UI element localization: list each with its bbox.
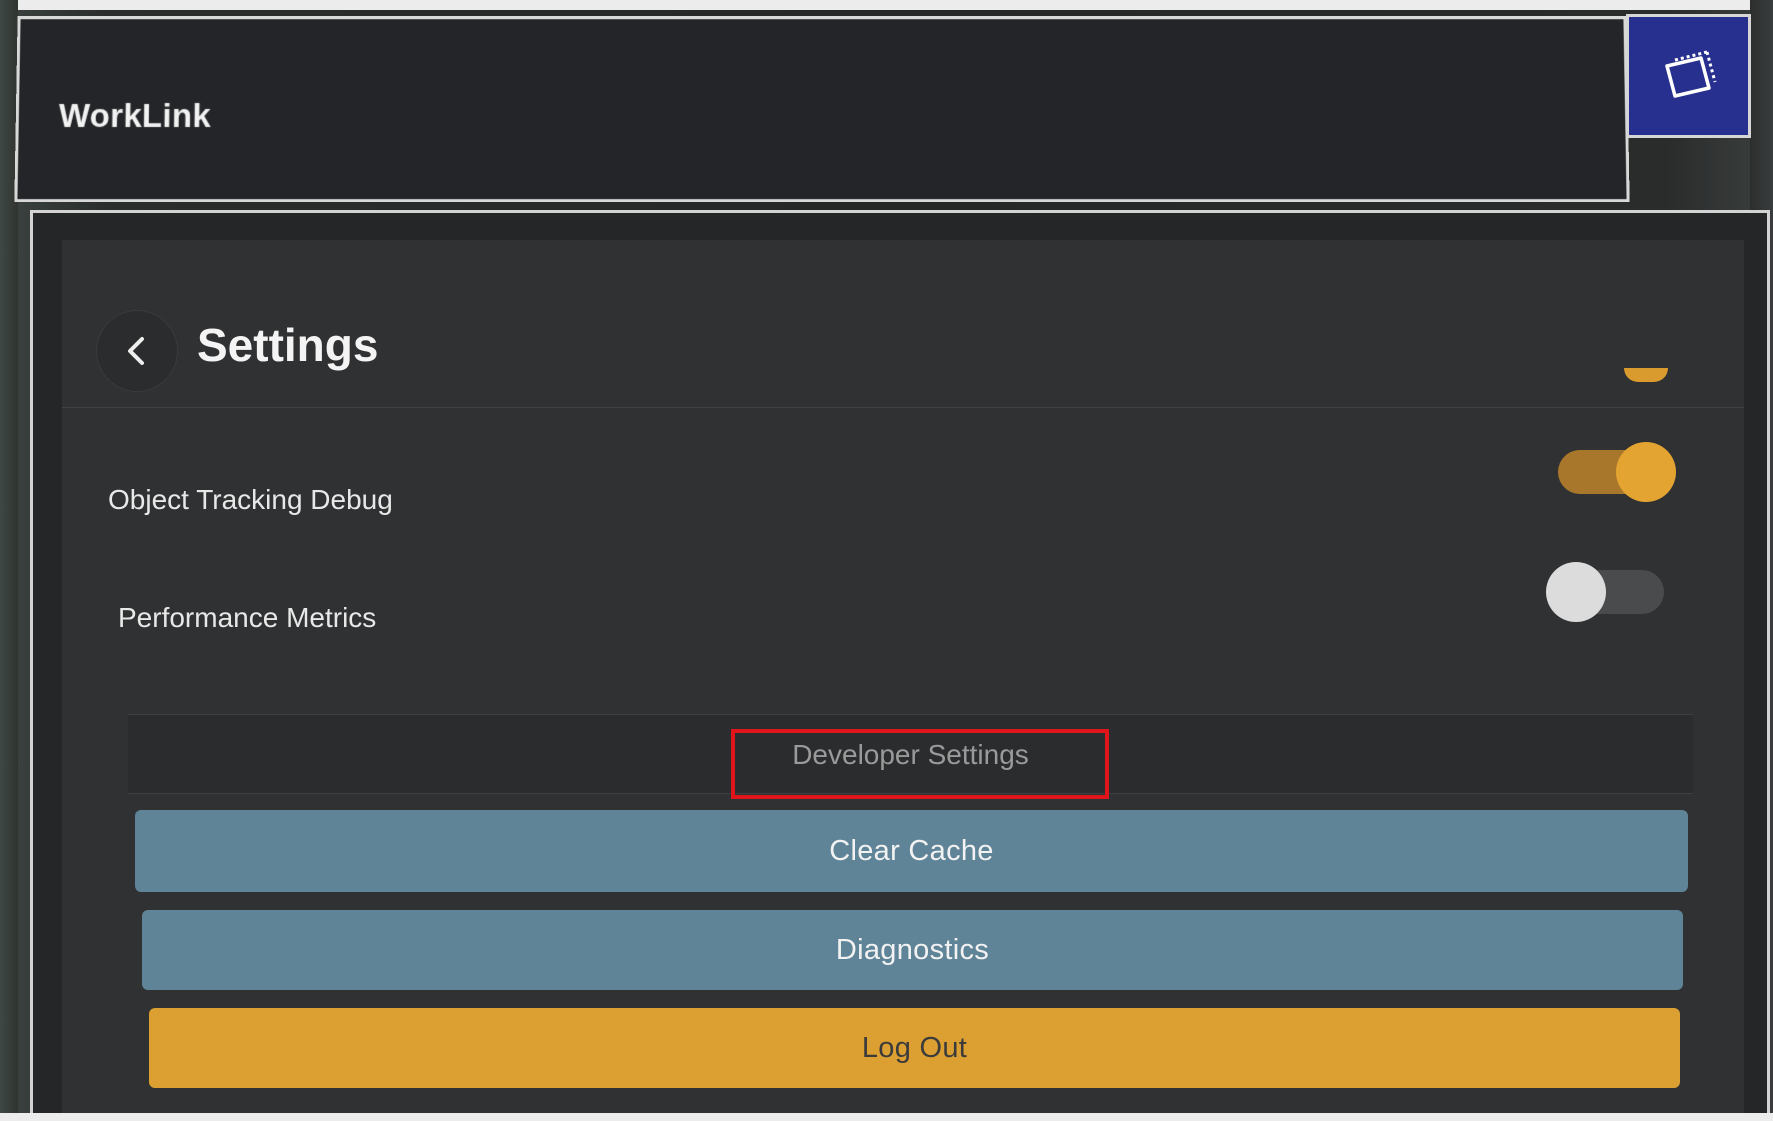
toggle-knob bbox=[1616, 442, 1676, 502]
performance-metrics-toggle[interactable] bbox=[1546, 562, 1664, 622]
log-out-button[interactable]: Log Out bbox=[149, 1008, 1680, 1088]
clear-cache-button[interactable]: Clear Cache bbox=[135, 810, 1688, 892]
settings-header bbox=[62, 240, 1744, 408]
object-tracking-debug-toggle[interactable] bbox=[1558, 442, 1676, 502]
app-header-panel: WorkLink bbox=[14, 16, 1630, 203]
bottom-strip bbox=[0, 1113, 1773, 1121]
diagnostics-label: Diagnostics bbox=[835, 933, 990, 966]
page-title: Settings bbox=[197, 319, 379, 371]
back-button[interactable] bbox=[96, 310, 178, 392]
top-strip bbox=[0, 0, 1773, 10]
window-frame-icon bbox=[1664, 50, 1716, 98]
chevron-left-icon bbox=[128, 337, 144, 365]
highlight-box bbox=[731, 729, 1109, 799]
clear-cache-label: Clear Cache bbox=[829, 834, 994, 867]
developer-settings-label: Developer Settings bbox=[792, 739, 1029, 770]
log-out-label: Log Out bbox=[861, 1031, 968, 1064]
left-edge bbox=[0, 0, 18, 1121]
object-tracking-debug-label: Object Tracking Debug bbox=[108, 484, 393, 515]
developer-settings-section[interactable]: Developer Settings bbox=[128, 714, 1693, 794]
performance-metrics-label: Performance Metrics bbox=[118, 602, 377, 633]
toggle-knob bbox=[1546, 562, 1606, 622]
diagnostics-button[interactable]: Diagnostics bbox=[142, 910, 1683, 990]
window-mode-button[interactable] bbox=[1626, 14, 1751, 138]
partial-toggle-knob bbox=[1624, 368, 1668, 382]
app-title: WorkLink bbox=[58, 97, 212, 134]
